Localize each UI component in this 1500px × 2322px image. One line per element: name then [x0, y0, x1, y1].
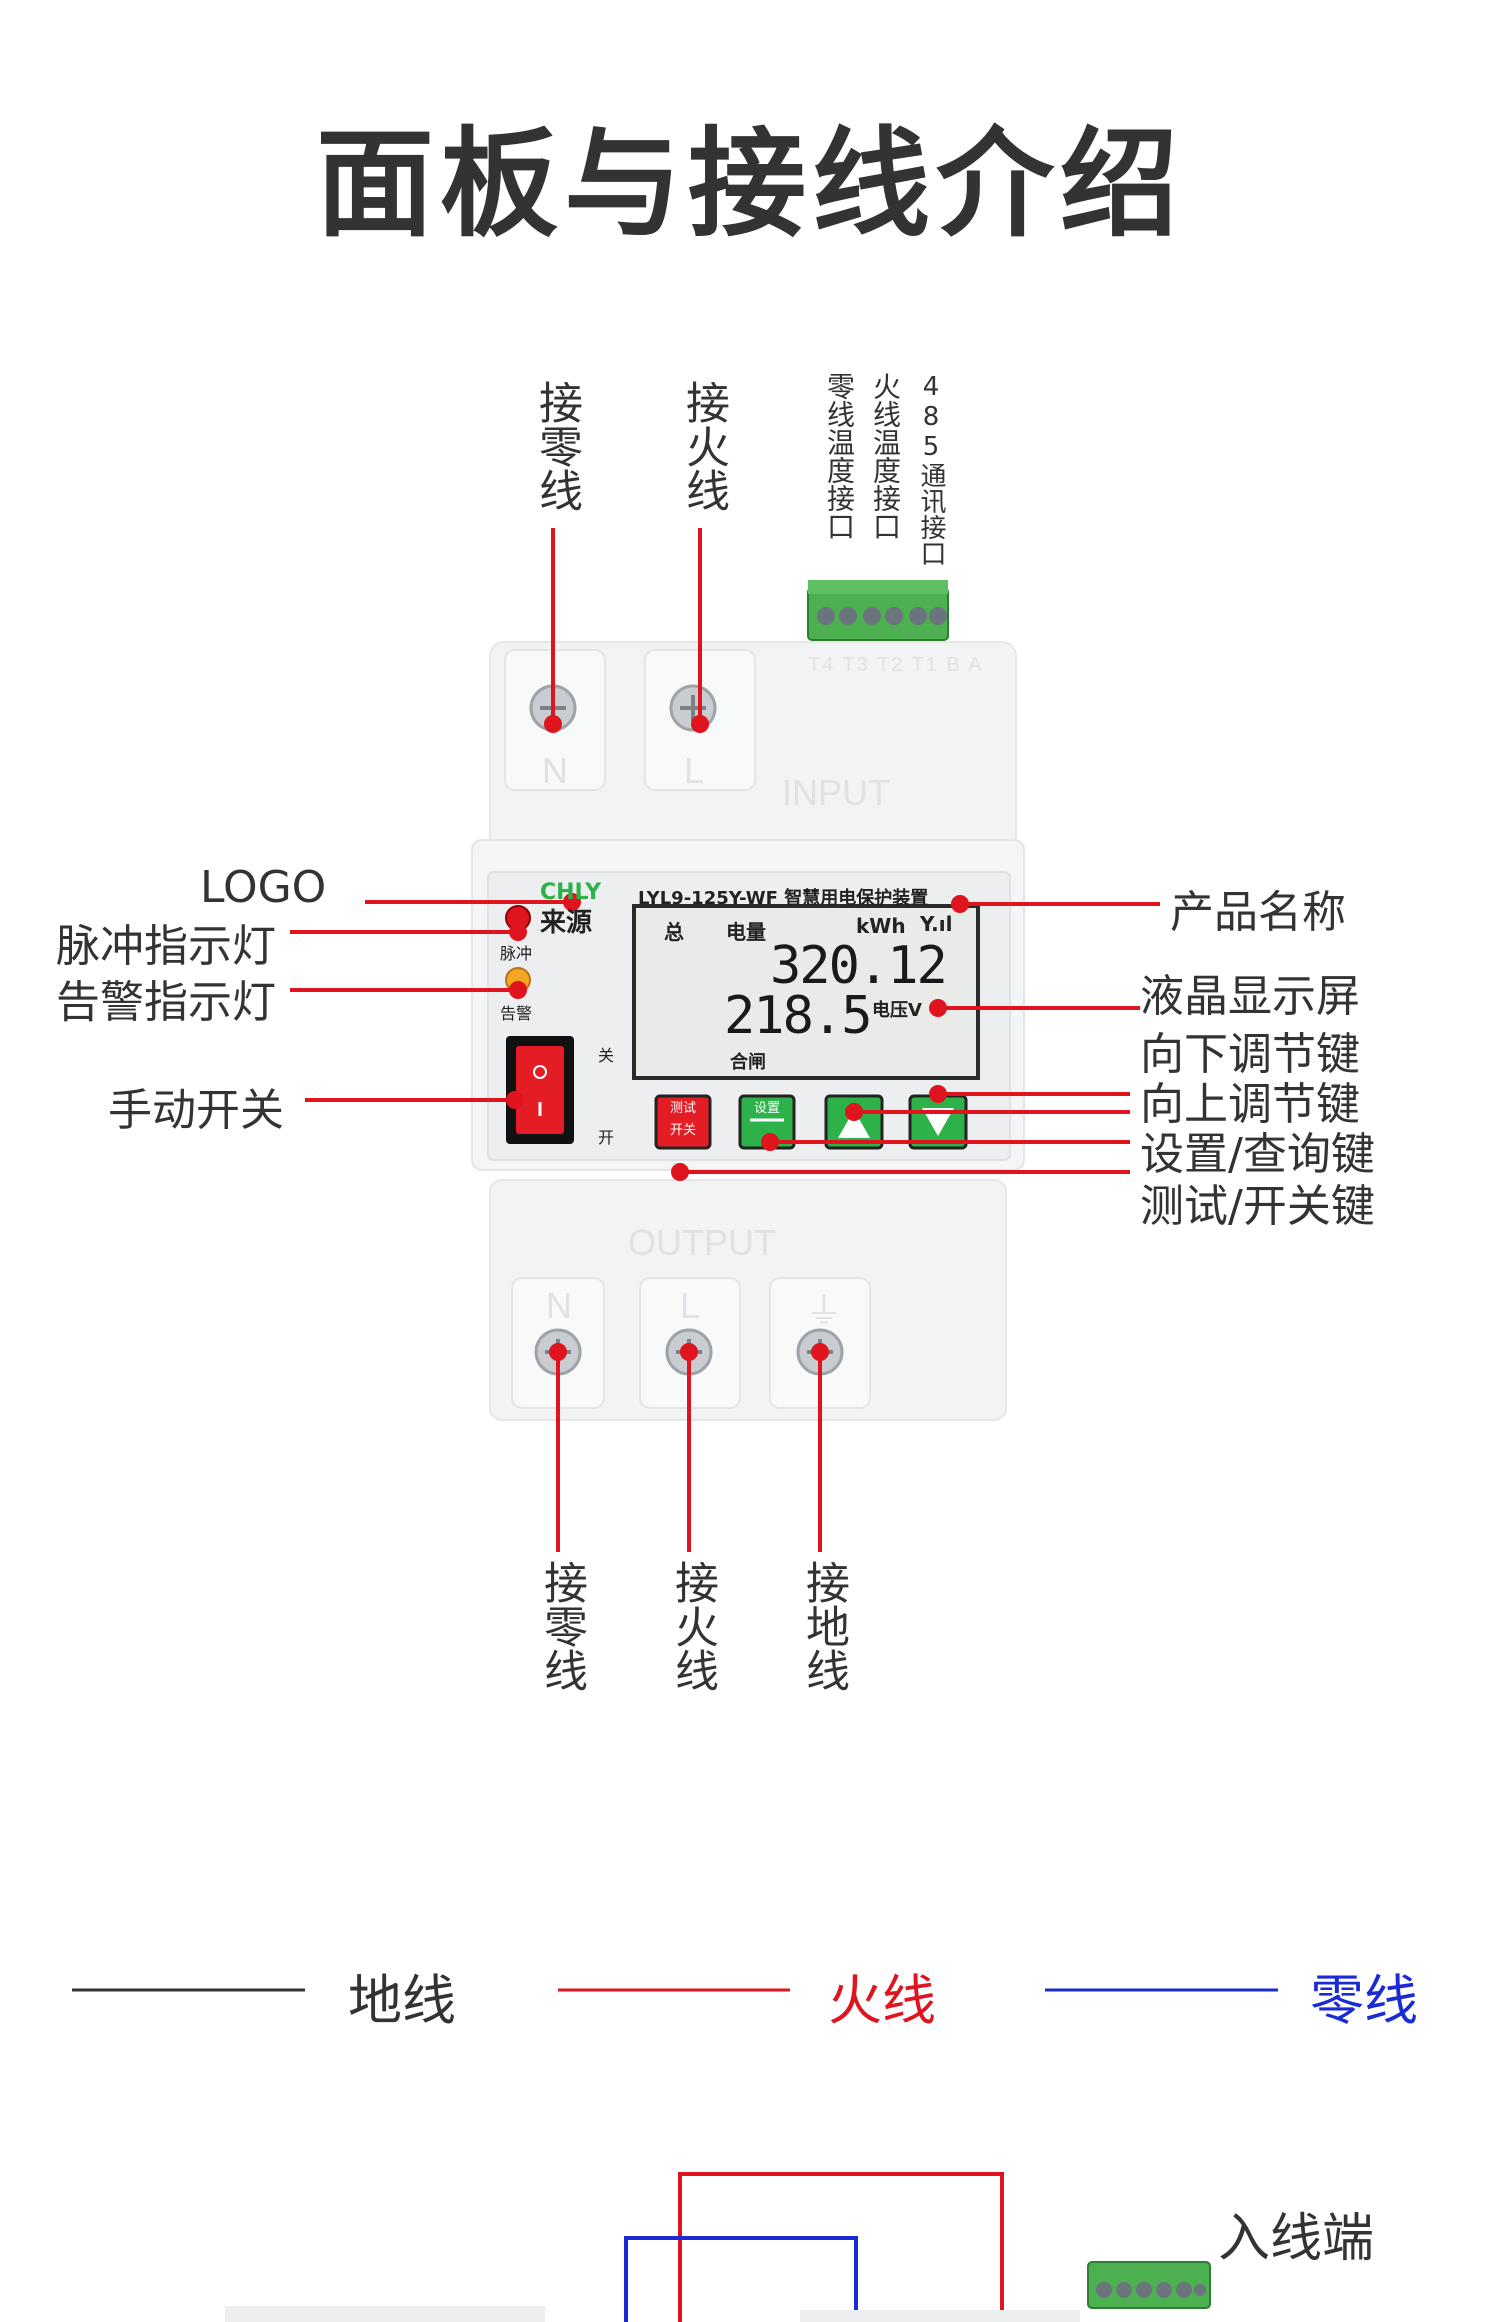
- callout-pulse-led: 脉冲指示灯: [56, 921, 276, 972]
- label-485-port: 485通讯接口: [916, 372, 946, 566]
- pulse-text: 脉冲: [500, 944, 533, 963]
- label-output-live: 接火线: [667, 1560, 718, 1692]
- up-arrow-icon: [838, 1110, 870, 1138]
- input-l-label: L: [684, 750, 705, 791]
- output-l-label: L: [680, 1285, 701, 1326]
- output-label: OUTPUT: [628, 1222, 776, 1263]
- callout-alarm-led: 告警指示灯: [56, 977, 276, 1028]
- label-input-neutral: 接零线: [531, 380, 582, 512]
- wiring-input-end-label: 入线端: [1218, 2209, 1375, 2269]
- terminal-pin-labels: T4 T3 T2 T1 B A: [808, 654, 984, 676]
- lcd-signal-icon: Y.ıl: [920, 912, 953, 936]
- callout-manual-switch: 手动开关: [108, 1085, 284, 1136]
- product-name: LYL9-125Y-WF 智慧用电保护装置: [638, 888, 929, 909]
- legend-ground-label: 地线: [348, 1969, 456, 2032]
- test-switch-button[interactable]: [654, 1094, 712, 1150]
- wiring-terminal-block: [1087, 2261, 1211, 2309]
- lcd-voltage-value: 218.5: [724, 986, 873, 1046]
- brand-cn: 来源: [540, 908, 593, 938]
- lcd-kwh-unit: kWh: [856, 914, 906, 938]
- terminal-block: [807, 580, 949, 641]
- label-output-ground: 接地线: [798, 1560, 849, 1692]
- callout-set-key: 设置/查询键: [1140, 1129, 1375, 1180]
- brand-en: CHLY: [540, 880, 602, 905]
- output-n-label: N: [546, 1285, 572, 1326]
- wiring-neutral-loop: [624, 2236, 858, 2322]
- callout-up-key: 向上调节键: [1140, 1079, 1360, 1130]
- label-live-temp-port: 火线温度接口: [869, 372, 902, 540]
- wiring-live-loop: [678, 2172, 1004, 2322]
- switch-on-text: 开: [598, 1128, 615, 1147]
- manual-switch-rocker[interactable]: [516, 1046, 564, 1134]
- legend-live-label: 火线: [828, 1969, 936, 2032]
- page-title: 面板与接线介绍: [315, 115, 1184, 253]
- test-button-label-1: 测试: [669, 1101, 696, 1116]
- callout-logo: LOGO: [200, 862, 327, 913]
- lcd-frame: [632, 904, 980, 1080]
- output-ground-label: ⏚: [806, 1290, 843, 1331]
- switch-off-text: 关: [598, 1046, 615, 1065]
- wiring-device-edge: [225, 2306, 545, 2322]
- callout-down-key: 向下调节键: [1140, 1029, 1360, 1080]
- input-label: INPUT: [782, 772, 890, 813]
- wiring-device-edge-2: [800, 2310, 1080, 2322]
- output-housing: [489, 1179, 1007, 1421]
- legend-neutral-label: 零线: [1310, 1969, 1418, 2032]
- switch-off-mark: [533, 1065, 547, 1079]
- callout-lines: [290, 528, 1160, 1552]
- label-input-live: 接火线: [678, 380, 729, 512]
- lcd-voltage-unit: 电压V: [872, 1000, 922, 1021]
- test-button-label-2: 开关: [669, 1123, 696, 1138]
- input-n-label: N: [542, 750, 568, 791]
- down-arrow-icon: [922, 1108, 954, 1136]
- lcd-energy-value: 320.12: [770, 936, 948, 996]
- lcd-status: 合闸: [730, 1052, 766, 1073]
- callout-lcd: 液晶显示屏: [1140, 971, 1360, 1022]
- lcd-total: 总: [664, 920, 684, 944]
- alarm-text: 告警: [500, 1004, 533, 1023]
- label-neutral-temp-port: 零线温度接口: [823, 372, 856, 540]
- callout-test-key: 测试/开关键: [1140, 1181, 1375, 1232]
- set-button-label: 设置: [753, 1101, 780, 1116]
- lcd-energy-label: 电量: [726, 920, 766, 944]
- callout-product-name: 产品名称: [1170, 887, 1346, 938]
- label-output-neutral: 接零线: [536, 1560, 587, 1692]
